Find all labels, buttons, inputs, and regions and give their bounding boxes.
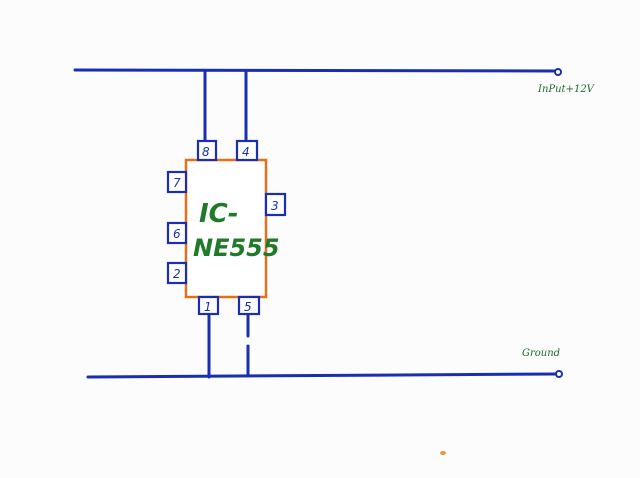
pin-8-label: 8 — [202, 145, 210, 159]
pin-1 — [197, 295, 220, 316]
pin-4 — [235, 139, 259, 162]
bottom-rail-wire — [86, 372, 558, 379]
chip-label-line2: NE555 — [193, 234, 280, 262]
pin-3-label: 3 — [271, 199, 279, 213]
pin-6-label: 6 — [173, 227, 181, 241]
pin-5-label: 5 — [244, 300, 252, 314]
pin-5 — [237, 295, 261, 316]
top-rail-terminal — [554, 68, 562, 76]
pin-2 — [166, 261, 188, 285]
pin-6 — [166, 221, 188, 245]
pin-3 — [264, 192, 287, 217]
ne555-chip-body — [184, 158, 268, 299]
pin-7-label: 7 — [173, 176, 181, 190]
pin-8 — [196, 139, 218, 162]
pin-2-label: 2 — [173, 267, 181, 281]
bottom-rail-label: Ground — [522, 348, 560, 359]
pin-1-label: 1 — [204, 300, 212, 314]
bottom-rail-terminal — [555, 370, 563, 378]
pin-7 — [166, 170, 188, 194]
top-rail-wire — [73, 68, 557, 73]
chip-label-line1: IC- — [199, 199, 239, 229]
orange-smudge — [440, 451, 446, 455]
pin-4-label: 4 — [242, 145, 250, 159]
top-rail-label: InPut+12V — [537, 84, 596, 95]
